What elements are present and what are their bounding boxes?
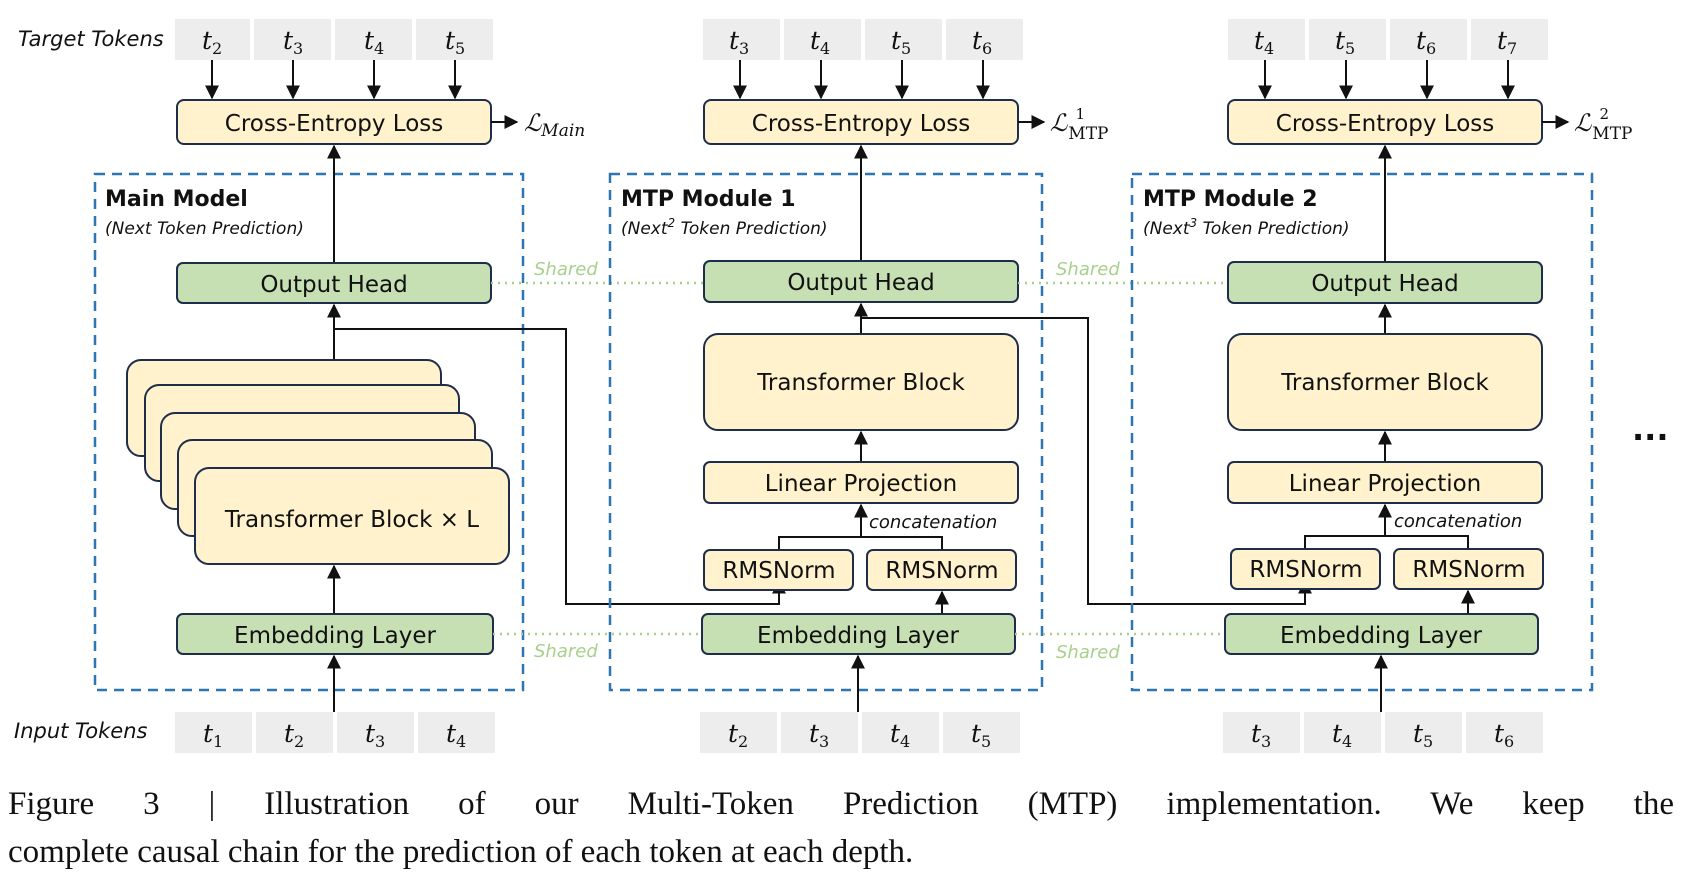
target-token: t4 xyxy=(1254,26,1274,58)
more-modules-ellipsis: ... xyxy=(1632,410,1668,448)
target-tokens-main: t2 t3 t4 t5 xyxy=(175,19,493,60)
transformer-block-x-l-label: Transformer Block × L xyxy=(224,507,479,533)
input-token: t5 xyxy=(1413,719,1433,751)
linear-projection-label: Linear Projection xyxy=(1289,471,1482,497)
main-model-subtitle: (Next Token Prediction) xyxy=(105,219,304,239)
target-tokens-mtp2: t4 t5 t6 t7 xyxy=(1228,19,1548,60)
target-token: t6 xyxy=(1416,26,1436,58)
input-tokens-label: Input Tokens xyxy=(14,719,148,743)
target-token: t7 xyxy=(1497,26,1517,58)
input-token: t1 xyxy=(203,719,223,751)
target-token: t6 xyxy=(972,26,992,58)
output-head-label: Output Head xyxy=(787,270,934,296)
shared-label: Shared xyxy=(1056,642,1120,663)
output-head-box xyxy=(1227,261,1543,304)
loss-mtp2-symbol: ℒMTP2 xyxy=(1574,105,1632,144)
hidden-state-link-2 xyxy=(861,317,1312,605)
rmsnorm-right-box xyxy=(1393,548,1544,590)
target-tokens-mtp1: t3 t4 t5 t6 xyxy=(703,19,1023,60)
rmsnorm-left-box xyxy=(1230,548,1381,590)
input-token: t2 xyxy=(728,719,748,751)
mtp-module-2-subtitle: (Next3 Token Prediction) xyxy=(1143,216,1350,239)
input-token: t5 xyxy=(971,719,991,751)
hidden-state-link-1 xyxy=(334,328,786,605)
loss-mtp1-symbol: ℒMTP1 xyxy=(1050,105,1108,144)
input-token: t6 xyxy=(1494,719,1514,751)
caption-line-1: Figure 3 | Illustration of our Multi-Tok… xyxy=(8,786,1674,822)
embedding-layer-label: Embedding Layer xyxy=(1280,623,1482,649)
input-token: t3 xyxy=(365,719,385,751)
mtp-module-2-frame xyxy=(1130,172,1594,692)
transformer-block-box xyxy=(703,333,1019,431)
rmsnorm-left-label: RMSNorm xyxy=(722,558,835,584)
transformer-block-label: Transformer Block xyxy=(756,370,965,396)
target-tokens-label: Target Tokens xyxy=(18,27,164,51)
rmsnorm-right-label: RMSNorm xyxy=(1412,557,1525,583)
target-token: t5 xyxy=(445,26,465,58)
rmsnorm-left-label: RMSNorm xyxy=(1249,557,1362,583)
cross-entropy-loss-label: Cross-Entropy Loss xyxy=(225,111,443,137)
main-model-title: Main Model xyxy=(105,187,248,212)
transformer-block-box xyxy=(1227,333,1543,431)
input-tokens-mtp2: t3 t4 t5 t6 xyxy=(1223,712,1543,753)
transformer-stack: Transformer Block × L xyxy=(126,359,510,565)
output-head-label: Output Head xyxy=(260,272,407,298)
embedding-layer-box xyxy=(1224,613,1539,655)
embedding-layer-label: Embedding Layer xyxy=(757,623,959,649)
target-token: t4 xyxy=(810,26,830,58)
main-model-frame xyxy=(93,172,525,692)
linear-projection-label: Linear Projection xyxy=(765,471,958,497)
rmsnorm-left-box xyxy=(703,549,854,591)
linear-projection-box xyxy=(703,461,1019,504)
input-token: t3 xyxy=(809,719,829,751)
mtp-module-2-title: MTP Module 2 xyxy=(1143,187,1318,212)
input-tokens-mtp1: t2 t3 t4 t5 xyxy=(700,712,1020,753)
mtp-module-1-frame xyxy=(608,172,1044,692)
rmsnorm-right-label: RMSNorm xyxy=(885,558,998,584)
caption-line-2: complete causal chain for the prediction… xyxy=(8,834,914,870)
shared-label: Shared xyxy=(534,641,598,662)
input-token: t3 xyxy=(1251,719,1271,751)
target-token: t5 xyxy=(1335,26,1355,58)
shared-label: Shared xyxy=(534,259,598,280)
mtp-module-1-subtitle: (Next2 Token Prediction) xyxy=(621,216,828,239)
column-mtp-module-1: t3 t4 t5 t6 Cross-Entropy Loss ℒMTP1 MTP… xyxy=(608,19,1108,753)
target-token: t4 xyxy=(364,26,384,58)
cross-entropy-loss-label: Cross-Entropy Loss xyxy=(1276,111,1494,137)
target-token: t5 xyxy=(891,26,911,58)
input-token: t4 xyxy=(1332,719,1352,751)
column-main-model: t2 t3 t4 t5 Cross-Entropy Loss ℒMain Mai… xyxy=(93,19,585,753)
linear-projection-box xyxy=(1227,461,1543,504)
input-token: t2 xyxy=(284,719,304,751)
shared-label: Shared xyxy=(1056,259,1120,280)
concatenation-label: concatenation xyxy=(869,512,997,533)
input-token: t4 xyxy=(890,719,910,751)
rmsnorm-right-box xyxy=(866,549,1017,591)
figure-caption: Figure 3 | Illustration of our Multi-Tok… xyxy=(8,780,1674,876)
input-token: t4 xyxy=(446,719,466,751)
input-tokens-main: t1 t2 t3 t4 xyxy=(175,712,495,753)
concatenation-label: concatenation xyxy=(1394,511,1522,532)
embedding-layer-label: Embedding Layer xyxy=(234,623,436,649)
cross-entropy-loss-label: Cross-Entropy Loss xyxy=(752,111,970,137)
transformer-block-label: Transformer Block xyxy=(1280,370,1489,396)
target-token: t2 xyxy=(202,26,222,58)
column-mtp-module-2: t4 t5 t6 t7 Cross-Entropy Loss ℒMTP2 MTP… xyxy=(1130,19,1632,753)
target-token: t3 xyxy=(283,26,303,58)
mtp-module-1-title: MTP Module 1 xyxy=(621,187,796,212)
target-token: t3 xyxy=(729,26,749,58)
output-head-box xyxy=(703,260,1019,303)
output-head-label: Output Head xyxy=(1311,271,1458,297)
loss-main-symbol: ℒMain xyxy=(524,109,585,141)
